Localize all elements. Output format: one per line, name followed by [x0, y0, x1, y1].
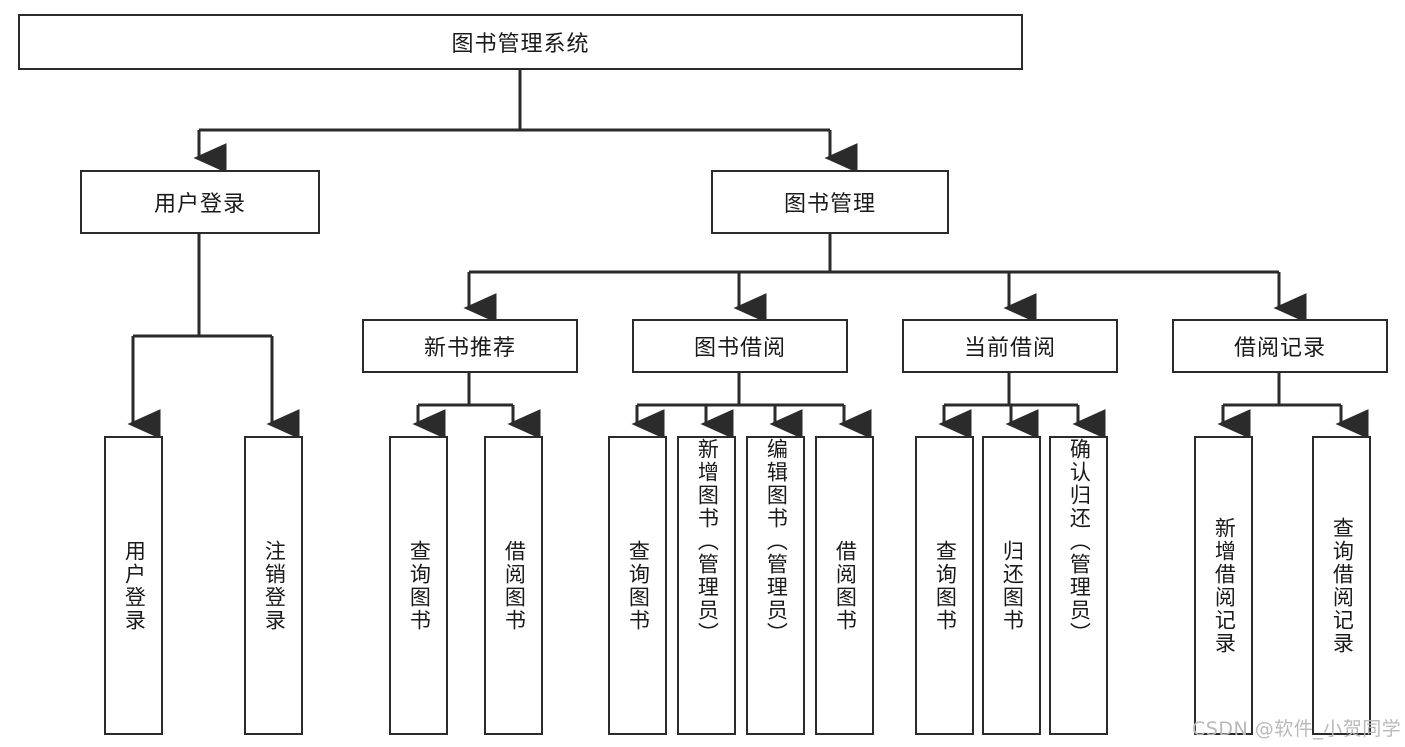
- node-book-management[interactable]: 图书管理: [711, 170, 949, 234]
- leaf-query-book-recommend-label: 查询图书: [407, 539, 432, 632]
- node-user-login[interactable]: 用户登录: [80, 170, 320, 234]
- node-root[interactable]: 图书管理系统: [18, 14, 1023, 70]
- node-book-borrow[interactable]: 图书借阅: [632, 319, 848, 373]
- leaf-add-borrow-record-label: 新增借阅记录: [1212, 516, 1237, 655]
- leaf-return-book-label: 归还图书: [1000, 539, 1025, 632]
- leaf-add-borrow-record[interactable]: 新增借阅记录: [1194, 436, 1253, 735]
- node-current-borrow-label: 当前借阅: [963, 336, 1056, 361]
- leaf-borrow-book[interactable]: 借阅图书: [815, 436, 874, 735]
- leaf-borrow-book-recommend[interactable]: 借阅图书: [484, 436, 543, 735]
- leaf-add-book-admin[interactable]: 新增图书（管理员）: [677, 436, 736, 735]
- leaf-add-book-admin-label: 新增图书（管理员）: [695, 438, 720, 645]
- leaf-user-login[interactable]: 用户登录: [104, 436, 163, 735]
- node-new-book-recommend[interactable]: 新书推荐: [362, 319, 578, 373]
- leaf-query-borrow-record[interactable]: 查询借阅记录: [1312, 436, 1371, 735]
- leaf-query-book-borrow-label: 查询图书: [626, 539, 651, 632]
- leaf-query-book-current-label: 查询图书: [933, 539, 958, 632]
- leaf-edit-book-admin[interactable]: 编辑图书（管理员）: [746, 436, 805, 735]
- leaf-confirm-return-admin-label: 确认归还（管理员）: [1067, 438, 1092, 645]
- node-new-book-recommend-label: 新书推荐: [423, 336, 516, 361]
- node-current-borrow[interactable]: 当前借阅: [902, 319, 1118, 373]
- leaf-user-logout-label: 注销登录: [262, 539, 287, 632]
- leaf-query-borrow-record-label: 查询借阅记录: [1330, 516, 1355, 655]
- node-book-borrow-label: 图书借阅: [693, 336, 786, 361]
- leaf-return-book[interactable]: 归还图书: [982, 436, 1041, 735]
- node-borrow-record-label: 借阅记录: [1233, 336, 1326, 361]
- leaf-user-logout[interactable]: 注销登录: [244, 436, 303, 735]
- csdn-watermark: CSDN @软件_小贺同学: [1192, 718, 1402, 740]
- leaf-borrow-book-recommend-label: 借阅图书: [502, 539, 527, 632]
- leaf-query-book-current[interactable]: 查询图书: [915, 436, 974, 735]
- node-root-label: 图书管理系统: [451, 32, 590, 57]
- leaf-query-book-recommend[interactable]: 查询图书: [389, 436, 448, 735]
- node-borrow-record[interactable]: 借阅记录: [1172, 319, 1388, 373]
- leaf-query-book-borrow[interactable]: 查询图书: [608, 436, 667, 735]
- leaf-borrow-book-label: 借阅图书: [833, 539, 858, 632]
- node-user-login-label: 用户登录: [153, 192, 246, 217]
- leaf-edit-book-admin-label: 编辑图书（管理员）: [764, 438, 789, 645]
- leaf-confirm-return-admin[interactable]: 确认归还（管理员）: [1049, 436, 1108, 735]
- leaf-user-login-label: 用户登录: [122, 539, 147, 632]
- node-book-management-label: 图书管理: [783, 192, 876, 217]
